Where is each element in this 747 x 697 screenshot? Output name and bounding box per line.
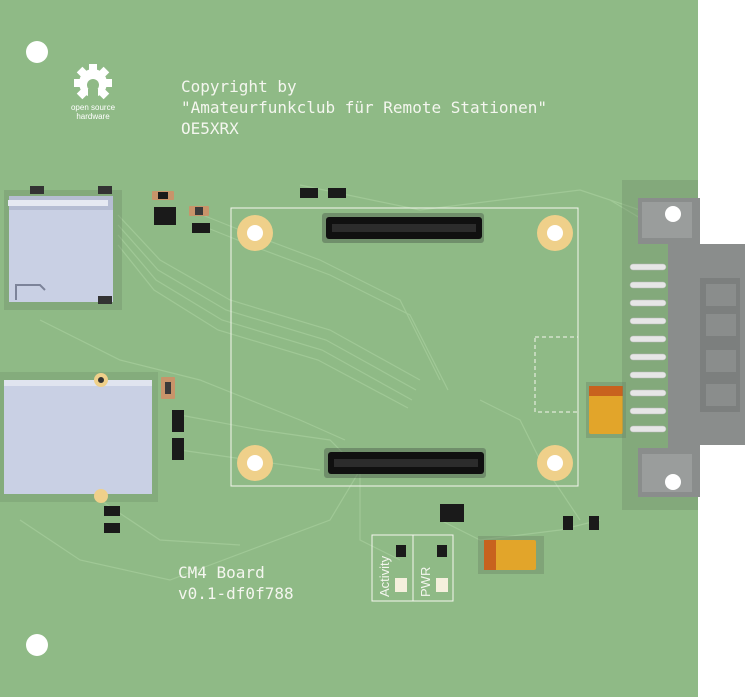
rf-shield-block <box>0 372 158 503</box>
cm4-connector-bottom <box>324 448 486 478</box>
mounting-hole <box>26 41 48 63</box>
board-info: CM4 Board v0.1-df0f788 <box>178 562 294 604</box>
tantalum-capacitor <box>478 536 544 574</box>
pwr-led-label: PWR <box>418 566 433 597</box>
cm4-module-outline <box>230 207 579 487</box>
copper-traces <box>19 184 661 581</box>
board-version: v0.1-df0f788 <box>178 584 294 603</box>
copyright-line: "Amateurfunkclub für Remote Stationen" <box>181 98 548 117</box>
activity-led-label: Activity <box>377 555 392 597</box>
board-name: CM4 Board <box>178 563 265 582</box>
pcb-artwork <box>0 41 661 656</box>
microsd-slot <box>4 186 122 310</box>
copyright-text: Copyright by "Amateurfunkclub für Remote … <box>181 76 547 139</box>
copyright-line: OE5XRX <box>181 119 239 138</box>
copyright-line: Copyright by <box>181 77 297 96</box>
cm4-connector-top <box>322 213 484 243</box>
osh-logo-text: open source <box>70 103 116 112</box>
cm4-mounting-pads <box>237 215 573 481</box>
osh-logo-icon <box>74 64 112 100</box>
antenna-keepout <box>534 336 579 413</box>
osh-logo-text: hardware <box>76 112 110 121</box>
smd-components <box>104 188 599 592</box>
mounting-hole <box>26 634 48 656</box>
pcb-board: Copyright by "Amateurfunkclub für Remote … <box>0 0 698 697</box>
tantalum-capacitor <box>586 382 626 438</box>
